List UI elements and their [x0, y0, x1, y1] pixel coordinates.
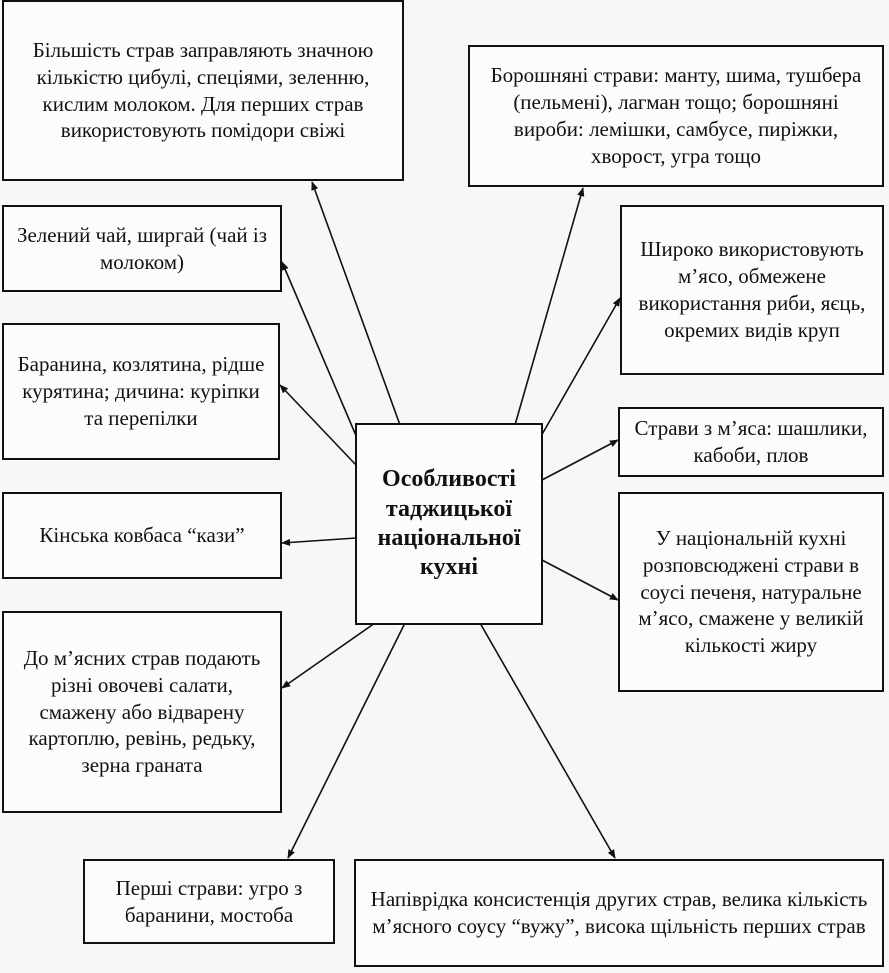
- sausage-node: Кінська ковбаса “кази”: [2, 492, 282, 579]
- center-node-label: Особливості таджицької національної кухн…: [377, 466, 521, 581]
- meat-dishes-node-label: Страви з м’яса: шашлики, кабоби, плов: [634, 416, 868, 467]
- seasonings-node-label: Більшість страв заправляють значною кіль…: [32, 37, 374, 143]
- meats-node: Баранина, козлятина, рідше курятина; дич…: [2, 323, 280, 460]
- first-courses-node: Перші страви: угро з баранини, мостоба: [83, 859, 335, 944]
- meat-usage-node-label: Широко використовують м’ясо, обмежене ви…: [638, 237, 866, 342]
- consistency-node: Напіврідка консистенція других страв, ве…: [354, 859, 884, 967]
- meat-dishes-node: Страви з м’яса: шашлики, кабоби, плов: [618, 407, 884, 477]
- consistency-node-label: Напіврідка консистенція других страв, ве…: [370, 887, 868, 938]
- meats-node-label: Баранина, козлятина, рідше курятина; дич…: [17, 352, 265, 430]
- tea-node-label: Зелений чай, ширгай (чай із молоком): [16, 222, 268, 274]
- meat-usage-node: Широко використовують м’ясо, обмежене ви…: [620, 205, 884, 375]
- seasonings-node: Більшість страв заправляють значною кіль…: [2, 0, 404, 181]
- tea-node: Зелений чай, ширгай (чай із молоком): [2, 205, 282, 292]
- sausage-node-label: Кінська ковбаса “кази”: [39, 523, 245, 548]
- sauce-dishes-node-label: У національній кухні розповсюджені страв…: [638, 525, 864, 658]
- arrow-to-first-courses: [287, 622, 406, 859]
- side-dishes-node: До м’ясних страв подають різні овочеві с…: [2, 611, 282, 813]
- arrow-to-sausage: [281, 537, 357, 547]
- sauce-dishes-node: У національній кухні розповсюджені страв…: [618, 492, 884, 692]
- arrow-to-meat-usage: [539, 297, 621, 439]
- arrow-to-meat-dishes: [541, 439, 619, 481]
- flour-dishes-node-label: Борошняні страви: манту, шима, тушбера (…: [490, 63, 862, 168]
- arrow-to-side-dishes: [281, 622, 376, 689]
- first-courses-node-label: Перші страви: угро з баранини, мостоба: [115, 875, 303, 927]
- arrow-to-meats: [279, 384, 357, 466]
- arrow-to-consistency: [479, 622, 616, 859]
- arrow-to-seasonings: [311, 181, 401, 426]
- arrow-to-flour-dishes: [514, 187, 585, 426]
- side-dishes-node-label: До м’ясних страв подають різні овочеві с…: [23, 645, 261, 778]
- center-node: Особливості таджицької національної кухн…: [355, 423, 543, 625]
- arrow-to-tea: [281, 261, 361, 446]
- flour-dishes-node: Борошняні страви: манту, шима, тушбера (…: [468, 45, 884, 187]
- arrow-to-sauce-dishes: [541, 559, 619, 601]
